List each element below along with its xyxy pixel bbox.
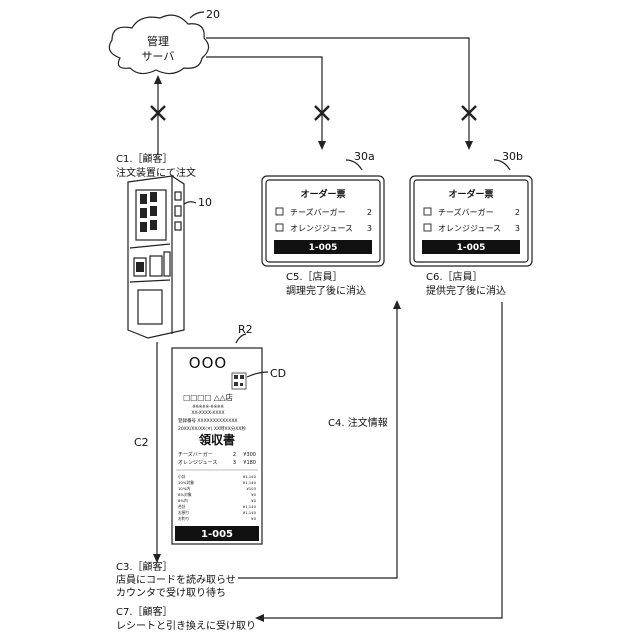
ticket-a-number: 1-005 [309,243,338,253]
ticket-a-item-2-qty: 3 [367,224,372,233]
code-ref: CD [270,367,286,380]
receipt-item-2-price: ¥180 [243,460,256,466]
receipt-detail-7-value: ¥0 [251,516,256,521]
ticket-a-title: オーダー票 [300,188,345,200]
receipt-detail-0-value: ¥1,140 [243,474,257,479]
receipt-detail-4-value: ¥0 [251,498,256,503]
step-c5-line2: 調理完了後に消込 [286,284,366,297]
cloud-label-line1: 管理 [147,34,169,48]
step-c3-line3: カウンタで受け取り待ち [116,586,226,599]
ticket-a-checkbox-2[interactable] [276,224,283,231]
receipt-store-sub: ※※※※※-※※※※ [192,404,224,409]
step-c3-line1: C3.［顧客］ [116,560,173,573]
cloud-ref: 20 [206,8,220,21]
receipt-detail-1-label: 10%対象 [178,480,194,485]
receipt-datetime: 20XX/XX/XX(✕) XX時XX分XX秒 [178,425,246,432]
ticket-b-item-1-name: チーズバーガー [438,207,494,217]
ticket-a-item-1-qty: 2 [367,208,372,217]
receipt-detail-6-value: ¥1,140 [243,510,257,515]
receipt-ref: R2 [238,323,253,336]
step-c6-line1: C6.［店員］ [426,270,483,283]
receipt-detail-5-label: 合計 [178,504,186,509]
receipt-store: □□□□ △△店 [183,392,233,402]
serving-display-30b: 30b オーダー票 チーズバーガー 2 オレンジジュース 3 1-005 [410,150,532,266]
receipt-detail-3-value: ¥0 [251,492,256,497]
receipt-item-1-price: ¥300 [243,452,256,458]
ticket-b-checkbox-1[interactable] [424,208,431,215]
receipt-detail-5-value: ¥1,140 [243,504,257,509]
kitchen-display-30a: 30a オーダー票 チーズバーガー 2 オレンジジュース 3 1-005 [262,150,384,266]
step-c5-line1: C5.［店員］ [286,270,343,283]
management-server-cloud: 管理 サーバ 20 [109,8,220,74]
receipt-detail-4-label: 8%内 [178,498,188,503]
step-c7-line2: レシートと引き換えに受け取り [116,620,256,632]
step-c1-line1: C1.［顧客］ [116,152,173,165]
label-c4: C4. 注文情報 [328,416,388,429]
kiosk-ref: 10 [198,196,212,209]
receipt-logo: OOO [189,354,227,372]
ticket-b-number: 1-005 [457,243,486,253]
step-c1-line2: 注文装置にて注文 [116,166,196,179]
receipt-tel: XX-XXXX-XXXX [191,410,224,416]
order-kiosk-device: 10 [128,176,212,338]
receipt-title: 領収書 [198,432,235,447]
receipt-r2: R2 OOO CD □□□□ △△店 ※※※※※-※※※※ XX-XXXX-XX… [172,323,286,544]
step-c3-line2: 店員にコードを読み取らせ [116,573,236,586]
ticket-b-checkbox-2[interactable] [424,224,431,231]
receipt-detail-3-label: 8%対象 [178,492,192,497]
ticket-a-item-1-name: チーズバーガー [290,207,346,217]
receipt-detail-0-label: 小計 [178,474,186,479]
disconnect-x-marks [151,106,476,120]
ticket-a-checkbox-1[interactable] [276,208,283,215]
receipt-detail-2-label: 10%内 [178,486,190,491]
receipt-detail-7-label: お釣り [178,516,189,521]
receipt-number: 1-005 [201,529,233,540]
receipt-detail-2-value: ¥103 [246,486,256,491]
label-c2: C2 [134,436,149,449]
receipt-detail-lines: 小計 ¥1,140 10%対象 ¥1,140 10%内 ¥103 8%対象 ¥0… [178,474,257,521]
cloud-label-line2: サーバ [142,50,175,63]
receipt-item-2-qty: 3 [233,460,236,466]
ticket-a-item-2-name: オレンジジュース [290,224,353,233]
receipt-detail-1-value: ¥1,140 [243,480,257,485]
ticket-b-title: オーダー票 [448,188,493,200]
ticket-b-item-2-name: オレンジジュース [438,224,501,233]
receipt-item-1-qty: 2 [233,452,236,458]
screen-b-ref: 30b [502,150,523,163]
ticket-b-item-2-qty: 3 [515,224,520,233]
ticket-b-item-1-qty: 2 [515,208,520,217]
receipt-item-1-name: チーズバーガー [178,451,213,458]
step-c7-line1: C7.［顧客］ [116,605,173,618]
screen-a-ref: 30a [354,150,375,163]
receipt-reg-no: 登録番号 XXXXXXXXXXXXX [178,417,238,424]
server-connections [154,38,473,155]
receipt-item-2-name: オレンジジュース [178,460,217,466]
receipt-detail-6-label: お預り [178,510,189,515]
step-c6-line2: 提供完了後に消込 [426,284,506,297]
